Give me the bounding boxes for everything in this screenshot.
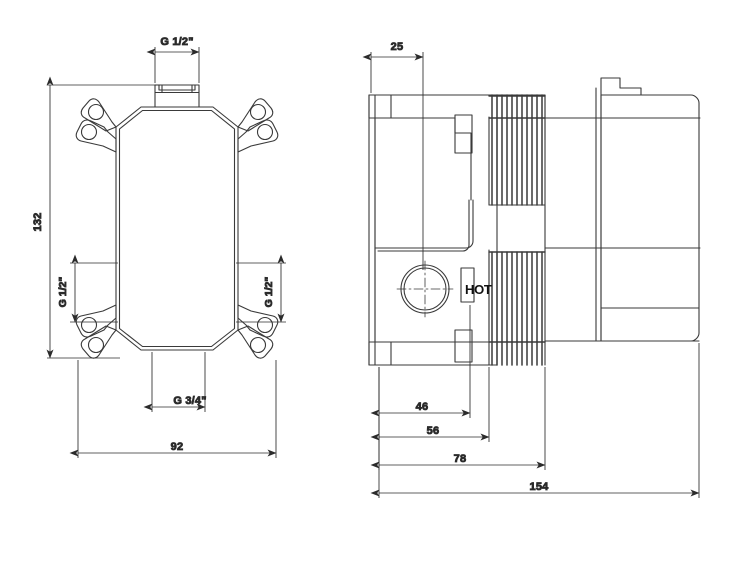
thread-band-edges [488,95,546,343]
side-left-flange [368,94,498,366]
dim-front-left-port [70,254,118,323]
side-view [368,77,701,366]
thread-hatch-lower [491,251,543,366]
hot-port-label: HOT [465,282,492,297]
dim-label-front-left-port: G 1/2" [57,277,69,308]
side-right-housing [544,77,700,342]
mount-ear-upper-left [75,98,117,153]
dim-label-front-top-thread: G 1/2" [160,36,193,48]
dim-label-front-bottom-port: G 3/4" [173,395,206,407]
mount-ear-upper-right [237,98,279,153]
front-view [75,84,279,359]
front-body-outline [115,106,239,351]
dim-front-width [69,360,277,458]
dim-label-side-top-offset: 25 [391,41,404,53]
dim-front-height [46,76,160,359]
side-thread-body [488,94,546,366]
mount-ear-lower-right [237,304,279,359]
dim-label-side-46: 46 [416,401,429,413]
dim-front-top-thread [146,47,200,83]
dim-label-front-width: 92 [171,441,184,453]
dim-label-side-78: 78 [454,453,467,465]
dim-side-top-offset [362,52,424,270]
dim-label-front-height: 132 [32,213,44,232]
dim-label-front-right-port: G 1/2" [263,277,275,308]
dim-label-side-154: 154 [530,481,550,493]
dim-side-154 [370,343,700,498]
dim-front-right-port [236,254,286,323]
mount-ear-lower-left [75,304,117,359]
front-top-nipple [154,84,200,108]
dim-front-bottom-port [143,352,206,412]
thread-hatch-upper [491,94,543,206]
side-body-block [374,114,498,363]
side-small-tab [460,267,475,303]
hot-port-circle [396,260,454,318]
dim-label-side-56: 56 [427,425,440,437]
front-body-inner [118,109,236,348]
